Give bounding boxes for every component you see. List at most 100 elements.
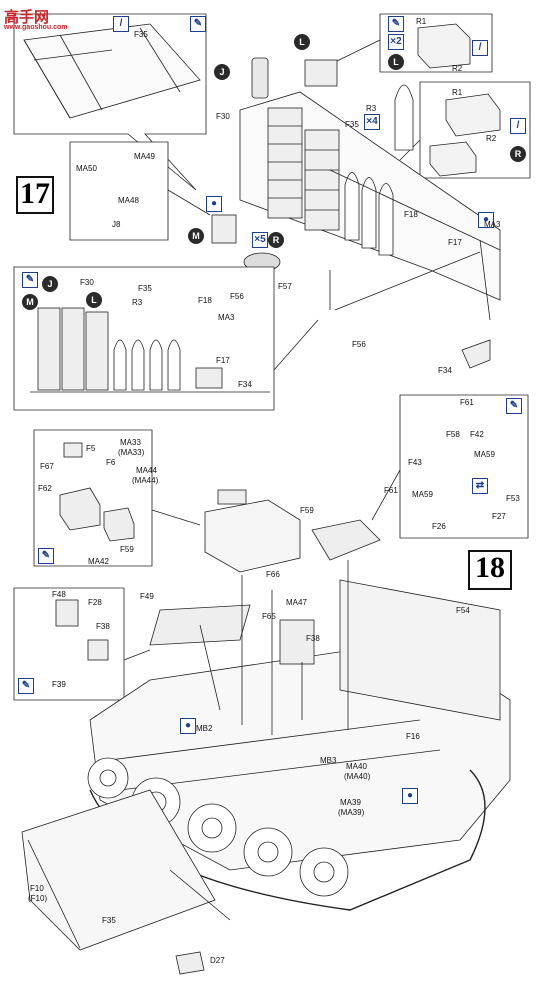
label-ma3-b: MA3 — [218, 313, 235, 322]
label-r2-b: R2 — [486, 134, 497, 143]
ma49-part — [211, 214, 237, 244]
cement-icon-3: / — [510, 118, 526, 134]
label-f28: F28 — [88, 598, 102, 607]
badge-j-2: J — [42, 276, 58, 292]
label-f38-a: F38 — [306, 634, 320, 643]
ammo-rack-left — [267, 107, 303, 219]
label-ma59-a: MA59 — [474, 450, 495, 459]
cement-icon: / — [113, 16, 129, 32]
badge-m-2: M — [22, 294, 38, 310]
callout-box-f61 — [399, 394, 529, 539]
label-f6: F6 — [106, 458, 116, 467]
label-ma33: MA33 — [120, 438, 141, 447]
r1-r2-crate-a — [417, 23, 471, 69]
label-mb2: MB2 — [196, 724, 213, 733]
glue-icon-3: ✎ — [22, 272, 38, 288]
f35-plate — [21, 789, 216, 951]
label-ma33-paren: (MA33) — [118, 448, 145, 457]
label-ma47: MA47 — [286, 598, 307, 607]
cement-icon-2: / — [472, 40, 488, 56]
label-f42: F42 — [470, 430, 484, 439]
label-f35-mid: F35 — [345, 120, 359, 129]
label-f17-b: F17 — [216, 356, 230, 365]
glue-icon-6: ✎ — [18, 678, 34, 694]
label-f35-b: F35 — [138, 284, 152, 293]
label-f26: F26 — [432, 522, 446, 531]
watermark-url: www.gaoshou.com — [4, 24, 68, 31]
quantity-x5-icon: ×5 — [252, 232, 268, 248]
label-f53: F53 — [506, 494, 520, 503]
glue-icon-4: ✎ — [38, 548, 54, 564]
label-ma39-paren: (MA39) — [338, 808, 365, 817]
glue-icon: ✎ — [190, 16, 206, 32]
jerrycan-j — [251, 57, 269, 99]
label-ma48: MA48 — [118, 196, 139, 205]
d27-part — [175, 951, 205, 975]
ammo-crate-small — [429, 141, 477, 177]
badge-m: M — [188, 228, 204, 244]
crate-l — [304, 59, 338, 87]
label-f57: F57 — [278, 282, 292, 291]
f59-box-small — [103, 507, 135, 542]
f34-bracket — [461, 339, 491, 369]
label-f35-top: F35 — [134, 30, 148, 39]
flip-icon: ⇄ — [472, 478, 488, 494]
label-f38-b: F38 — [96, 622, 110, 631]
label-f61-b: F61 — [384, 486, 398, 495]
badge-l-2: L — [86, 292, 102, 308]
badge-l: L — [294, 34, 310, 50]
label-f18-b: F18 — [198, 296, 212, 305]
badge-r-2: R — [510, 146, 526, 162]
label-f59-a: F59 — [120, 545, 134, 554]
watermark-logo: 高手网 — [4, 9, 50, 26]
label-ma39: MA39 — [340, 798, 361, 807]
label-f66: F66 — [266, 570, 280, 579]
paint-icon-4: ● — [402, 788, 418, 804]
step-number-18: 18 — [468, 550, 512, 590]
r1-r2-crate-b — [445, 93, 501, 137]
ammo-rack-right — [304, 129, 340, 231]
label-f62: F62 — [38, 484, 52, 493]
label-f34-a: F34 — [438, 366, 452, 375]
shells-r3 — [344, 84, 414, 256]
label-f39: F39 — [52, 680, 66, 689]
label-mb3: MB3 — [320, 756, 337, 765]
label-ma50: MA50 — [76, 164, 97, 173]
label-d27: D27 — [210, 956, 225, 965]
interior-racks — [30, 307, 270, 393]
label-f35-c: F35 — [102, 916, 116, 925]
label-ma3-a: MA3 — [484, 220, 501, 229]
label-f59-b: F59 — [300, 506, 314, 515]
label-f30-a: F30 — [216, 112, 230, 121]
label-ma59-b: MA59 — [412, 490, 433, 499]
label-f34-b: F34 — [238, 380, 252, 389]
label-ma44: MA44 — [136, 466, 157, 475]
label-ma44-paren: (MA44) — [132, 476, 159, 485]
f61-bracket — [311, 519, 381, 561]
label-ma40-paren: (MA40) — [344, 772, 371, 781]
road-wheels — [87, 757, 349, 897]
glue-icon-5: ✎ — [506, 398, 522, 414]
paint-icon: ● — [478, 212, 494, 228]
label-f17-a: F17 — [448, 238, 462, 247]
label-ma49: MA49 — [134, 152, 155, 161]
f38-seat — [87, 639, 109, 661]
badge-r: R — [268, 232, 284, 248]
glue-icon-2: ✎ — [388, 16, 404, 32]
label-f67: F67 — [40, 462, 54, 471]
f59-radio-box — [204, 499, 301, 573]
label-r1-b: R1 — [452, 88, 463, 97]
label-r3: R3 — [366, 104, 377, 113]
label-f56-a: F56 — [352, 340, 366, 349]
f62-box — [59, 487, 101, 531]
quantity-x2-icon: ×2 — [388, 34, 404, 50]
label-f30-b: F30 — [80, 278, 94, 287]
label-f10: F10 — [30, 884, 44, 893]
badge-l-3: L — [388, 54, 404, 70]
label-f49: F49 — [140, 592, 154, 601]
f28-pad — [55, 599, 79, 627]
label-ma40: MA40 — [346, 762, 367, 771]
label-r2-a: R2 — [452, 64, 463, 73]
